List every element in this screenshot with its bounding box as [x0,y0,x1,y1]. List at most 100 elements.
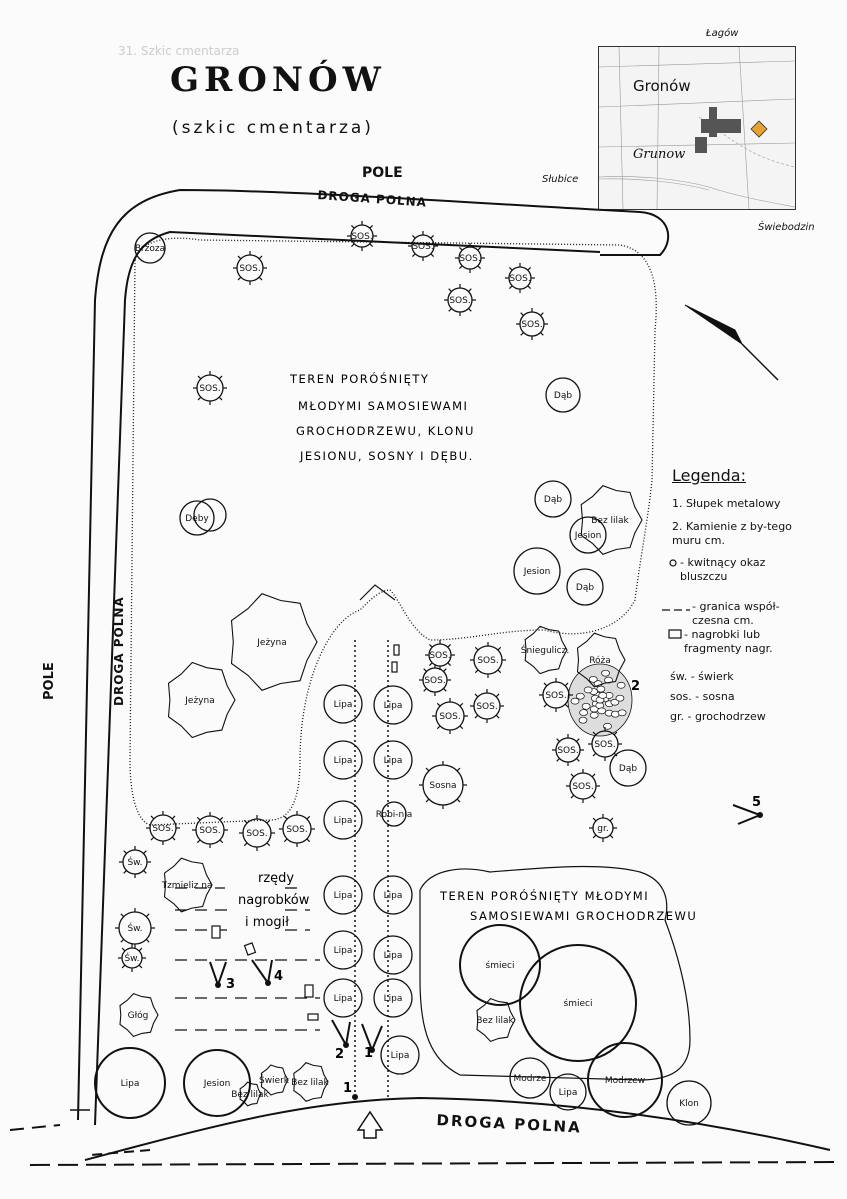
tree-label-lipa: Lipa [384,994,403,1004]
tree-sw-45: Św. [119,846,151,878]
tree-label-sos: SOS. [557,746,578,756]
stone [578,716,588,724]
tree-sos-6: SOS. [444,284,476,316]
tree-label-sos: SOS. [477,656,498,666]
tree-label-sos: SOS. [286,825,307,835]
tree-label-brzoza: Brzoza [135,244,165,254]
tree-label-bez_lilak_small: Bez lilak [231,1090,269,1100]
tree-sos-23: SOS. [552,734,584,766]
tree-label-sw: Św. [127,856,142,868]
legend-item-8: gr. - grochodrzew [670,710,766,723]
stone [601,669,610,677]
tree-brzoza-0: Brzoza [134,232,166,264]
tree-bez_lilak_small-54: Bez lilak [291,1062,330,1102]
tree-label-sosna: Sosna [429,781,456,791]
tree-label-lipa: Lipa [384,891,403,901]
stone [617,709,627,717]
tree-sos-7: SOS. [516,308,548,340]
tree-sos-16: SOS. [425,640,455,670]
tree-modrze_small-58: Modrze [509,1057,551,1099]
tree-dab-15: Dąb [566,568,604,606]
north-area-line-1: TEREN PORÓŚNIĘTY [289,371,429,386]
tree-bez_lilak-64: Bez lilak [580,485,643,555]
tree-label-sos: SOS. [246,829,267,839]
tree-klon-61: Klon [666,1080,712,1126]
tree-label-sos: SOS. [152,824,173,834]
tree-sos-29: SOS. [192,812,228,848]
tree-tzmieliza-49: Tzmieliz na [161,857,213,913]
graves-rows-line-3: i mogił [245,915,289,930]
stone [570,697,580,705]
graves-rows-text: rzędy nagrobków i mogił [238,871,310,930]
tree-sos-22: SOS. [539,678,573,712]
tree-sos-4: SOS. [233,251,267,285]
stone [597,707,607,715]
graves-rows-line-1: rzędy [258,871,294,886]
tree-label-sos: SOS. [572,782,593,792]
tree-jesion-14: Jesion [513,547,561,595]
tree-lipa-33: Lipa [373,685,413,725]
tree-label-sos: SOS. [545,691,566,701]
tree-sos-30: SOS. [239,815,275,851]
inset-west-place: Słubice [542,174,579,185]
tree-label-bez_lilak: Bez lilak [591,516,629,526]
tree-label-sos: SOS. [459,254,480,264]
tree-label-sos: SOS. [594,740,615,750]
stone [589,711,599,719]
tree-label-modrze_small: Modrze [514,1074,547,1084]
tree-robinia-37: Robi-nia [376,801,412,827]
tree-label-lipa: Lipa [334,891,353,901]
tree-lipa-42: Lipa [323,978,363,1018]
tree-snieguliczka-65: Śniegulicz. [521,625,569,675]
legend-item-6: św. - świerk [670,670,734,683]
tree-label-snieguliczka: Śniegulicz. [521,644,569,656]
tree-smieci-56: śmieci [519,944,637,1062]
north-area-line-4: JESIONU, SOSNY I DĘBU. [299,449,474,463]
tree-roza-66: Róża [576,632,626,688]
tree-deby-10: Dęby [179,500,215,536]
tree-label-jesion: Jesion [574,531,602,541]
tree-sos-28: SOS. [146,811,180,845]
tree-jesion-13: Jesion [569,516,607,554]
tree-label-dab: Dąb [576,583,594,593]
tree-lipa-59: Lipa [549,1073,587,1111]
north-area-line-3: GROCHODRZEWU, KLONU [296,424,475,438]
tree-label-lipa: Lipa [391,1051,410,1061]
tree-label-swierk: Świerk [259,1074,290,1086]
tree-label-bez_lilak_small: Bez lilak [476,1016,514,1026]
legend-title: Legenda: [672,466,746,485]
legend-item-2: 2. Kamienie z by-tego muru cm. [672,520,792,547]
tree-sos-24: SOS. [588,727,622,761]
tree-sw-46: Św. [115,908,155,948]
tree-jesion-51: Jesion [183,1049,251,1117]
tree-dab-26: Dąb [609,749,647,787]
tree-lipa-43: Lipa [373,978,413,1018]
tree-sos-18: SOS. [470,642,506,678]
tree-gr-27: gr. [589,814,617,842]
stone [575,692,585,700]
tree-lipa-39: Lipa [373,875,413,915]
stone [615,694,625,702]
south-area-line-1: TEREN PORÓŚNIĘTY MŁODYMI [439,888,649,903]
tree-sos-20: SOS. [470,689,504,723]
tree-label-deby: Dęby [185,514,209,524]
tree-label-sos: SOS. [351,232,372,242]
inset-town-label: Gronów [633,77,691,95]
inset-locator-map: Gronów Grunow [598,46,796,210]
tree-label-lipa: Lipa [384,951,403,961]
legend-item-7: sos. - sosna [670,690,735,703]
map-subtitle: (szkic cmentarza) [172,118,374,138]
tree-glog-48: Głóg [119,992,159,1038]
tree-label-jesion: Jesion [203,1079,231,1089]
tree-swierk-52: Świerk [259,1064,290,1096]
tree-jezyna-63: Jeżyna [167,661,236,739]
tree-label-sos: SOS. [439,712,460,722]
tree-jezyna-62: Jeżyna [230,593,318,691]
stone [598,692,608,699]
tree-sosna-21: Sosna [419,761,467,809]
tree-label-lipa: Lipa [384,701,403,711]
tree-lipa-35: Lipa [373,740,413,780]
tree-sos-3: SOS. [455,243,485,273]
